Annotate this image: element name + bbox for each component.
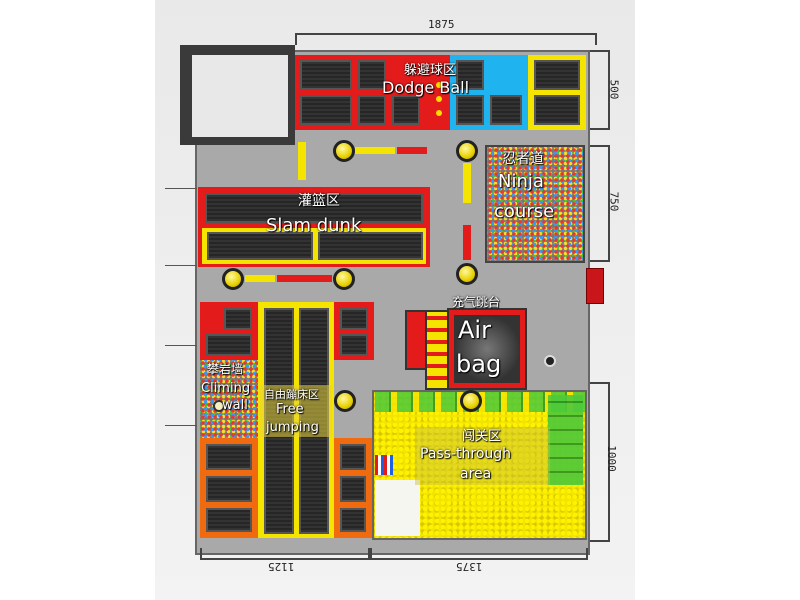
- dim-bracket-right-bottom: [590, 382, 610, 542]
- dodgeball-tramp-3: [358, 60, 386, 90]
- dim-bottom-right: 1375: [456, 560, 483, 573]
- dodgeball-label-en: Dodge Ball: [382, 78, 470, 97]
- slamdunk-tramp-top: [205, 193, 423, 223]
- dim-bracket-bottom-right: [370, 548, 588, 560]
- passthrough-flags: [375, 455, 393, 475]
- dodgeball-tramp-6: [456, 60, 484, 90]
- climbing-label-en2: wall: [222, 398, 248, 413]
- passthrough-label-en2: area: [460, 466, 492, 482]
- dim-right-bottom: 1000: [604, 445, 618, 472]
- dim-right-mid: 750: [607, 191, 621, 212]
- ninja-label-cn: 忍者道: [502, 151, 544, 167]
- freejump-label-en2: jumping: [266, 420, 319, 435]
- passthrough-white-area: [375, 480, 420, 536]
- passthrough-label-bg: [415, 427, 550, 485]
- airbag-label-en1: Air: [458, 316, 491, 344]
- dodgeball-tramp-5: [392, 95, 420, 125]
- dim-bottom-left: 1125: [268, 560, 295, 573]
- dim-right-top: 500: [607, 79, 621, 100]
- bar-3: [245, 275, 275, 282]
- guide-line-1: [165, 188, 197, 189]
- dodgeball-tramp-1: [300, 60, 352, 90]
- freejump-tramp-side1: [340, 308, 368, 330]
- climbing-tramp-2: [206, 334, 252, 356]
- freejump-label-bg: [260, 385, 332, 437]
- dodgeball-dot-3: [436, 110, 442, 116]
- jump-ball-1: [333, 140, 355, 162]
- airbag-label-cn: 充气跳台: [452, 295, 501, 309]
- dim-bracket-top: [295, 33, 597, 45]
- pole-red-1: [463, 225, 471, 260]
- jump-ball-7: [460, 390, 482, 412]
- ninja-zone: [485, 145, 585, 263]
- freejump-tramp-side4: [340, 476, 366, 502]
- dodgeball-center-strip: [430, 75, 448, 130]
- climbing-label-cn: 攀岩墙: [207, 362, 244, 376]
- passthrough-label-cn: 闯关区: [462, 429, 502, 444]
- dim-bracket-right-top: [590, 50, 610, 130]
- climbing-tramp-1: [224, 308, 252, 330]
- dodgeball-tramp-7: [456, 95, 484, 125]
- climbing-wall: [200, 360, 258, 438]
- bar-1: [355, 147, 395, 154]
- climbing-tramp-5: [206, 508, 252, 532]
- dodgeball-tramp-2: [300, 95, 352, 125]
- airbag-label-en2: bag: [456, 350, 502, 378]
- climbing-label-en1: Climing: [201, 381, 251, 396]
- slamdunk-tramp-br: [318, 232, 423, 260]
- guide-line-2: [165, 265, 197, 266]
- slamdunk-tramp-bl: [207, 232, 313, 260]
- dim-bracket-right-mid: [590, 145, 610, 262]
- freejump-tramp-side2: [340, 334, 368, 356]
- jump-ball-4: [222, 268, 244, 290]
- dodgeball-dot-1: [436, 82, 442, 88]
- pole-yellow-2: [463, 163, 471, 203]
- jump-ball-5: [333, 268, 355, 290]
- ninja-label-en2: course: [494, 201, 555, 222]
- dodgeball-label-cn: 躲避球区: [404, 63, 457, 78]
- freejump-label-cn: 自由蹦床区: [264, 388, 319, 401]
- bar-2: [397, 147, 427, 154]
- ninja-label-en1: Ninja: [498, 171, 544, 192]
- guide-line-4: [165, 425, 197, 426]
- climbing-tramp-4: [206, 476, 252, 502]
- dim-bracket-bottom-left: [200, 548, 370, 560]
- passthrough-label-en1: Pass-through: [420, 446, 512, 462]
- jump-ball-6: [334, 390, 356, 412]
- airbag-pad: [454, 315, 520, 383]
- jump-ball-3: [456, 263, 478, 285]
- freejump-tramp-side5: [340, 508, 366, 532]
- dodgeball-tramp-9: [534, 60, 580, 90]
- person-icon: [544, 355, 556, 367]
- dodgeball-tramp-4: [358, 95, 386, 125]
- freejump-label-en1: Free: [276, 402, 304, 417]
- freejump-tramp-side3: [340, 444, 366, 470]
- passthrough-green-right: [548, 395, 583, 485]
- pole-yellow-1: [298, 142, 306, 180]
- jump-ball-2: [456, 140, 478, 162]
- dodgeball-tramp-10: [534, 95, 580, 125]
- ninja-exit-red: [586, 268, 604, 304]
- bar-4: [277, 275, 332, 282]
- entrance-white: [192, 55, 288, 137]
- slamdunk-label-cn: 灌篮区: [298, 193, 340, 209]
- climbing-tramp-3: [206, 444, 252, 470]
- dodgeball-dot-2: [436, 96, 442, 102]
- guide-line-3: [165, 345, 197, 346]
- dim-top: 1875: [428, 18, 455, 31]
- slamdunk-label-en: Slam dunk: [266, 215, 362, 236]
- climbing-ball: [213, 400, 225, 412]
- dodgeball-tramp-8: [490, 95, 522, 125]
